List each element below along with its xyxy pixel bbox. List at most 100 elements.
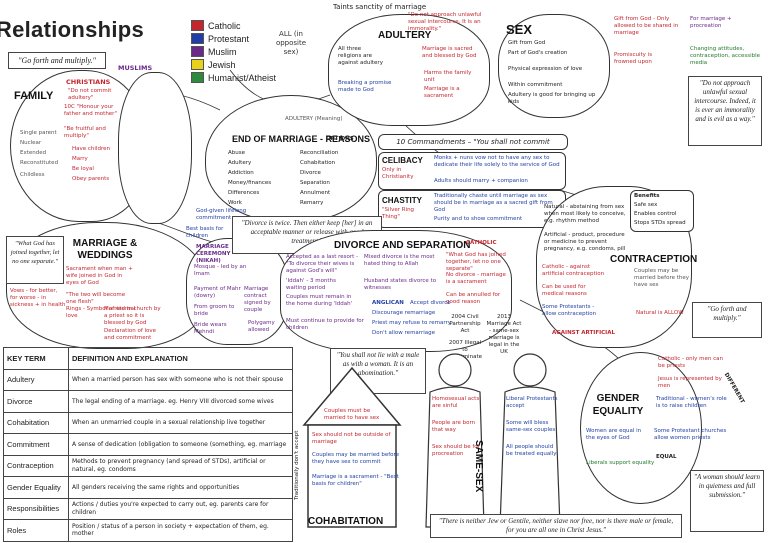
- definition-cell: When an unmarried couple in a sexual rel…: [68, 411, 293, 434]
- celibacy-note: Only in Christianity: [382, 167, 414, 180]
- legend-swatch: [191, 59, 204, 70]
- family-note: 10C "Honour your father and mother": [64, 104, 117, 117]
- marriage-quote: "What God has joined together, let no on…: [6, 236, 64, 284]
- sex-note: Physical expression of love: [508, 66, 583, 72]
- gender-equal-label: EQUAL: [656, 454, 677, 460]
- contraception-note: Some Protestants - allow contraception: [542, 304, 597, 317]
- sex-note: Adultery is good for bringing up kids: [508, 92, 596, 105]
- family-type: Single parent: [20, 130, 57, 136]
- nikah-note: Bride wears Mehndi: [194, 322, 227, 335]
- benefits-box: [630, 190, 694, 232]
- same-sex-catholic-note: People are born that way: [432, 420, 476, 433]
- contraception-note: Catholic - against artificial contracept…: [542, 264, 605, 277]
- contraception-go-forth-quote: "Go forth and multiply.": [692, 302, 762, 338]
- term-cell: Responsibilities: [3, 497, 69, 520]
- definition-cell: Actions / duties you're expected to carr…: [68, 497, 293, 520]
- same-sex-catholic-note: Sex should be for procreation: [432, 444, 480, 457]
- gender-note: Women are equal in the eyes of God: [586, 428, 642, 441]
- definition-cell: The legal ending of a marriage. eg. Henr…: [68, 390, 293, 413]
- benefit: Enables control: [634, 211, 677, 217]
- celibacy-note: Adults should marry + companion: [434, 178, 528, 184]
- divorce-note: Mixed divorce is the most hated thing to…: [364, 254, 435, 267]
- divorce-note: Must continue to provide for children: [286, 318, 364, 331]
- adultery-section: [328, 14, 490, 126]
- end-option: Cohabitation: [300, 160, 336, 166]
- table-row: Commitment A sense of dedication (obliga…: [3, 433, 293, 456]
- end-of-marriage-section: [205, 95, 377, 222]
- family-heading: FAMILY: [14, 90, 54, 102]
- chastity-note: Traditionally chaste until marriage as s…: [434, 193, 553, 213]
- gender-note: Some Protestant churches allow women pri…: [654, 428, 727, 441]
- definition-cell: When a married person has sex with someo…: [68, 368, 293, 391]
- end-subheading: ADULTERY (Meaning): [285, 116, 343, 122]
- nikah-note: From groom to bride: [194, 304, 235, 317]
- legend-label: Muslim: [208, 46, 237, 57]
- end-of-marriage-heading: END OF MARRIAGE - REASONS: [232, 134, 371, 144]
- key-terms-header-row: KEY TERM DEFINITION AND EXPLANATION: [3, 347, 293, 370]
- contraception-heading: CONTRACEPTION: [610, 254, 698, 265]
- anglican-note: Accept divorce: [410, 300, 451, 306]
- adultery-note: Harms the family unit: [424, 70, 472, 83]
- adultery-quote: "Do not approach unlawful sexual interco…: [408, 12, 482, 32]
- divorce-note: 'Iddah' - 3 months waiting period: [286, 278, 336, 291]
- divorce-catholic-note: Can be annulled for good reason: [446, 292, 501, 305]
- family-type: Reconstituted: [20, 160, 59, 166]
- definition-header: DEFINITION AND EXPLANATION: [68, 347, 293, 370]
- legend-label: Protestant: [208, 33, 250, 44]
- marriage-note: "The two will become one flesh": [66, 292, 126, 305]
- marriage-note: Rings - Symbol of eternal love: [66, 306, 136, 319]
- gender-note: Jesus is represented by men: [658, 376, 722, 389]
- end-option: Reconciliation: [300, 150, 339, 156]
- table-row: Responsibilities Actions / duties you're…: [3, 497, 293, 520]
- end-option: Remarry: [300, 200, 324, 206]
- sex-heading: SEX: [506, 22, 533, 37]
- contraception-note: Natural - abstaining from sex when most …: [544, 204, 626, 224]
- table-row: Adultery When a married person has sex w…: [3, 368, 293, 391]
- family-type: Childless: [20, 172, 45, 178]
- term-cell: Divorce: [3, 390, 69, 413]
- go-forth-quote: "Go forth and multiply.": [8, 52, 106, 69]
- against-artificial: AGAINST ARTIFICIAL: [552, 330, 615, 336]
- woman-learn-quote: "A woman should learn in quietness and f…: [690, 470, 764, 532]
- contraception-note: Can be used for medical reasons: [542, 284, 587, 297]
- table-row: Contraception Methods to prevent pregnan…: [3, 454, 293, 477]
- marriage-note: Married in church by a priest so it is b…: [104, 306, 161, 326]
- anglican-note: Discourage remarriage: [372, 310, 436, 316]
- family-note: "Be fruitful and multiply": [64, 126, 106, 139]
- same-sex-figures: [425, 353, 561, 528]
- allow-note: Natural is ALLOW: [636, 310, 684, 316]
- sex-right-note: Promiscuity is frowned upon: [614, 52, 653, 65]
- divorce-note: Husband states divorce to witnesses: [364, 278, 437, 291]
- divorce-catholic-note: No divorce - marriage is a sacrament: [446, 272, 506, 285]
- key-terms-table: KEY TERM DEFINITION AND EXPLANATION Adul…: [3, 347, 293, 542]
- legend-swatch: [191, 20, 204, 31]
- nikah-note: Polygamy allowed: [248, 320, 275, 333]
- gender-note: Liberals support equality: [586, 460, 655, 466]
- chastity-note: Purity and to show commitment: [434, 216, 523, 222]
- end-option: Divorce: [300, 170, 321, 176]
- sex-right-note: Changing attitudes, contraception, acces…: [690, 46, 761, 66]
- gender-equality-section: [580, 352, 702, 504]
- divorce-heading: DIVORCE AND SEPARATION: [334, 240, 471, 251]
- ten-commandments-box: 10 Commandments – "You shall not commit …: [378, 134, 568, 160]
- nikah-note: Mosque - led by an Imam: [194, 264, 247, 277]
- same-sex-catholic-note: Homosexual acts are sinful: [432, 396, 480, 409]
- marriage-note: Vows - for better, for worse - in sickne…: [10, 288, 66, 308]
- sex-note: Part of God's creation: [508, 50, 568, 56]
- civil-partnership-note: 2004 Civil Partnership Act: [449, 314, 481, 334]
- benefit: Stops STDs spread: [634, 220, 686, 226]
- table-row: Divorce The legal ending of a marriage. …: [3, 390, 293, 413]
- cohabitation-heading: COHABITATION: [308, 516, 384, 527]
- gender-equality-heading: GENDER EQUALITY: [592, 393, 644, 417]
- term-cell: Contraception: [3, 454, 69, 477]
- family-type: Extended: [20, 150, 47, 156]
- legend-swatch: [191, 33, 204, 44]
- end-option: Annulment: [300, 190, 331, 196]
- term-cell: Gender Equality: [3, 476, 69, 499]
- marriage-heading: MARRIAGE & WEDDINGS: [72, 238, 138, 261]
- end-options-heading: OPTIONS: [326, 136, 354, 142]
- cohab-note: Couples may be married before they have …: [312, 452, 400, 465]
- all-note: ALL (in opposite sex): [275, 30, 307, 56]
- adultery-note: All three religions are against adultery: [338, 46, 383, 66]
- anglican-note: Don't allow remarriage: [372, 330, 435, 336]
